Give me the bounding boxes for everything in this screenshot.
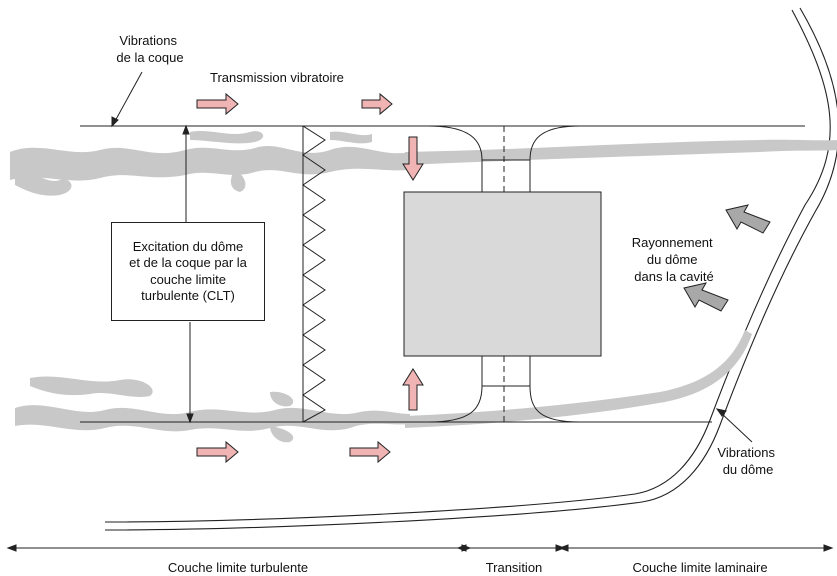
zigzag-roughness	[302, 125, 326, 423]
excitation-line: turbulente (CLT)	[141, 288, 235, 303]
transmission-arrows	[196, 92, 424, 464]
transmission-arrow-top-1	[196, 92, 239, 116]
transmission-arrow-down	[402, 136, 424, 181]
zone-turbulent-label: Couche limite turbulente	[168, 560, 308, 575]
hull-vibrations-pointer	[111, 71, 143, 128]
excitation-line: Excitation du dôme	[132, 238, 244, 254]
clt-thickness-arrow	[182, 124, 194, 424]
transition-zone	[427, 125, 581, 423]
vibration-transmission-label: Transmission vibratoire	[210, 70, 344, 85]
radiation-arrows	[683, 204, 771, 312]
sensor-array	[403, 191, 602, 357]
zone-dimension-line	[6, 544, 834, 552]
radiation-arrow-upper	[725, 204, 771, 234]
transmission-arrow-up	[402, 368, 424, 411]
dome-vibrations-pointer	[715, 408, 753, 443]
dome-vibrations-label: Vibrations du dôme	[717, 445, 778, 477]
transmission-arrow-bottom-1	[196, 440, 239, 464]
excitation-line: couche limite	[150, 271, 226, 287]
turbulent-flow-upper	[10, 131, 837, 196]
radiation-arrow-lower	[683, 282, 729, 312]
dome-hull	[104, 7, 837, 531]
hull-vibrations-label: Vibrations de la coque	[116, 33, 183, 65]
radiation-label: Rayonnement du dôme dans la cavité	[632, 235, 717, 284]
zone-transition-label: Transition	[486, 560, 543, 575]
transmission-arrow-bottom-2	[349, 440, 391, 464]
hull-lines	[80, 125, 805, 423]
turbulent-flow-lower	[15, 330, 752, 443]
zone-laminar-label: Couche limite laminaire	[632, 560, 767, 575]
excitation-line: et de la coque par la	[129, 255, 247, 270]
transmission-arrow-top-2	[361, 92, 393, 116]
excitation-box: Excitation du dôme et de la coque par la…	[111, 222, 265, 321]
